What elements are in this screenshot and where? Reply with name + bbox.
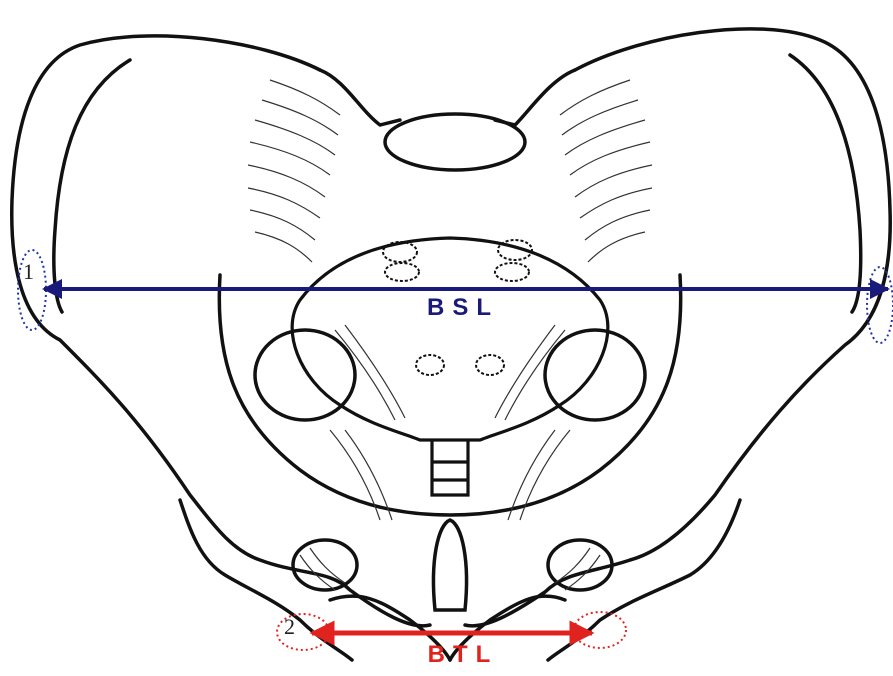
landmark-1-right-ellipse — [867, 267, 893, 343]
right-ilium — [465, 29, 890, 626]
landmark-2-right-ellipse — [574, 612, 626, 648]
obturator-foramina — [255, 330, 645, 590]
landmark-1-number: 1 — [23, 259, 34, 285]
sacrum — [292, 238, 608, 495]
pubic-symphysis — [433, 520, 466, 610]
vertebra-body — [385, 114, 525, 170]
landmark-2-number: 2 — [284, 614, 295, 640]
btl-label: BTL — [408, 641, 518, 669]
pelvis-outline — [12, 29, 890, 660]
bsl-label: BSL — [408, 294, 518, 322]
